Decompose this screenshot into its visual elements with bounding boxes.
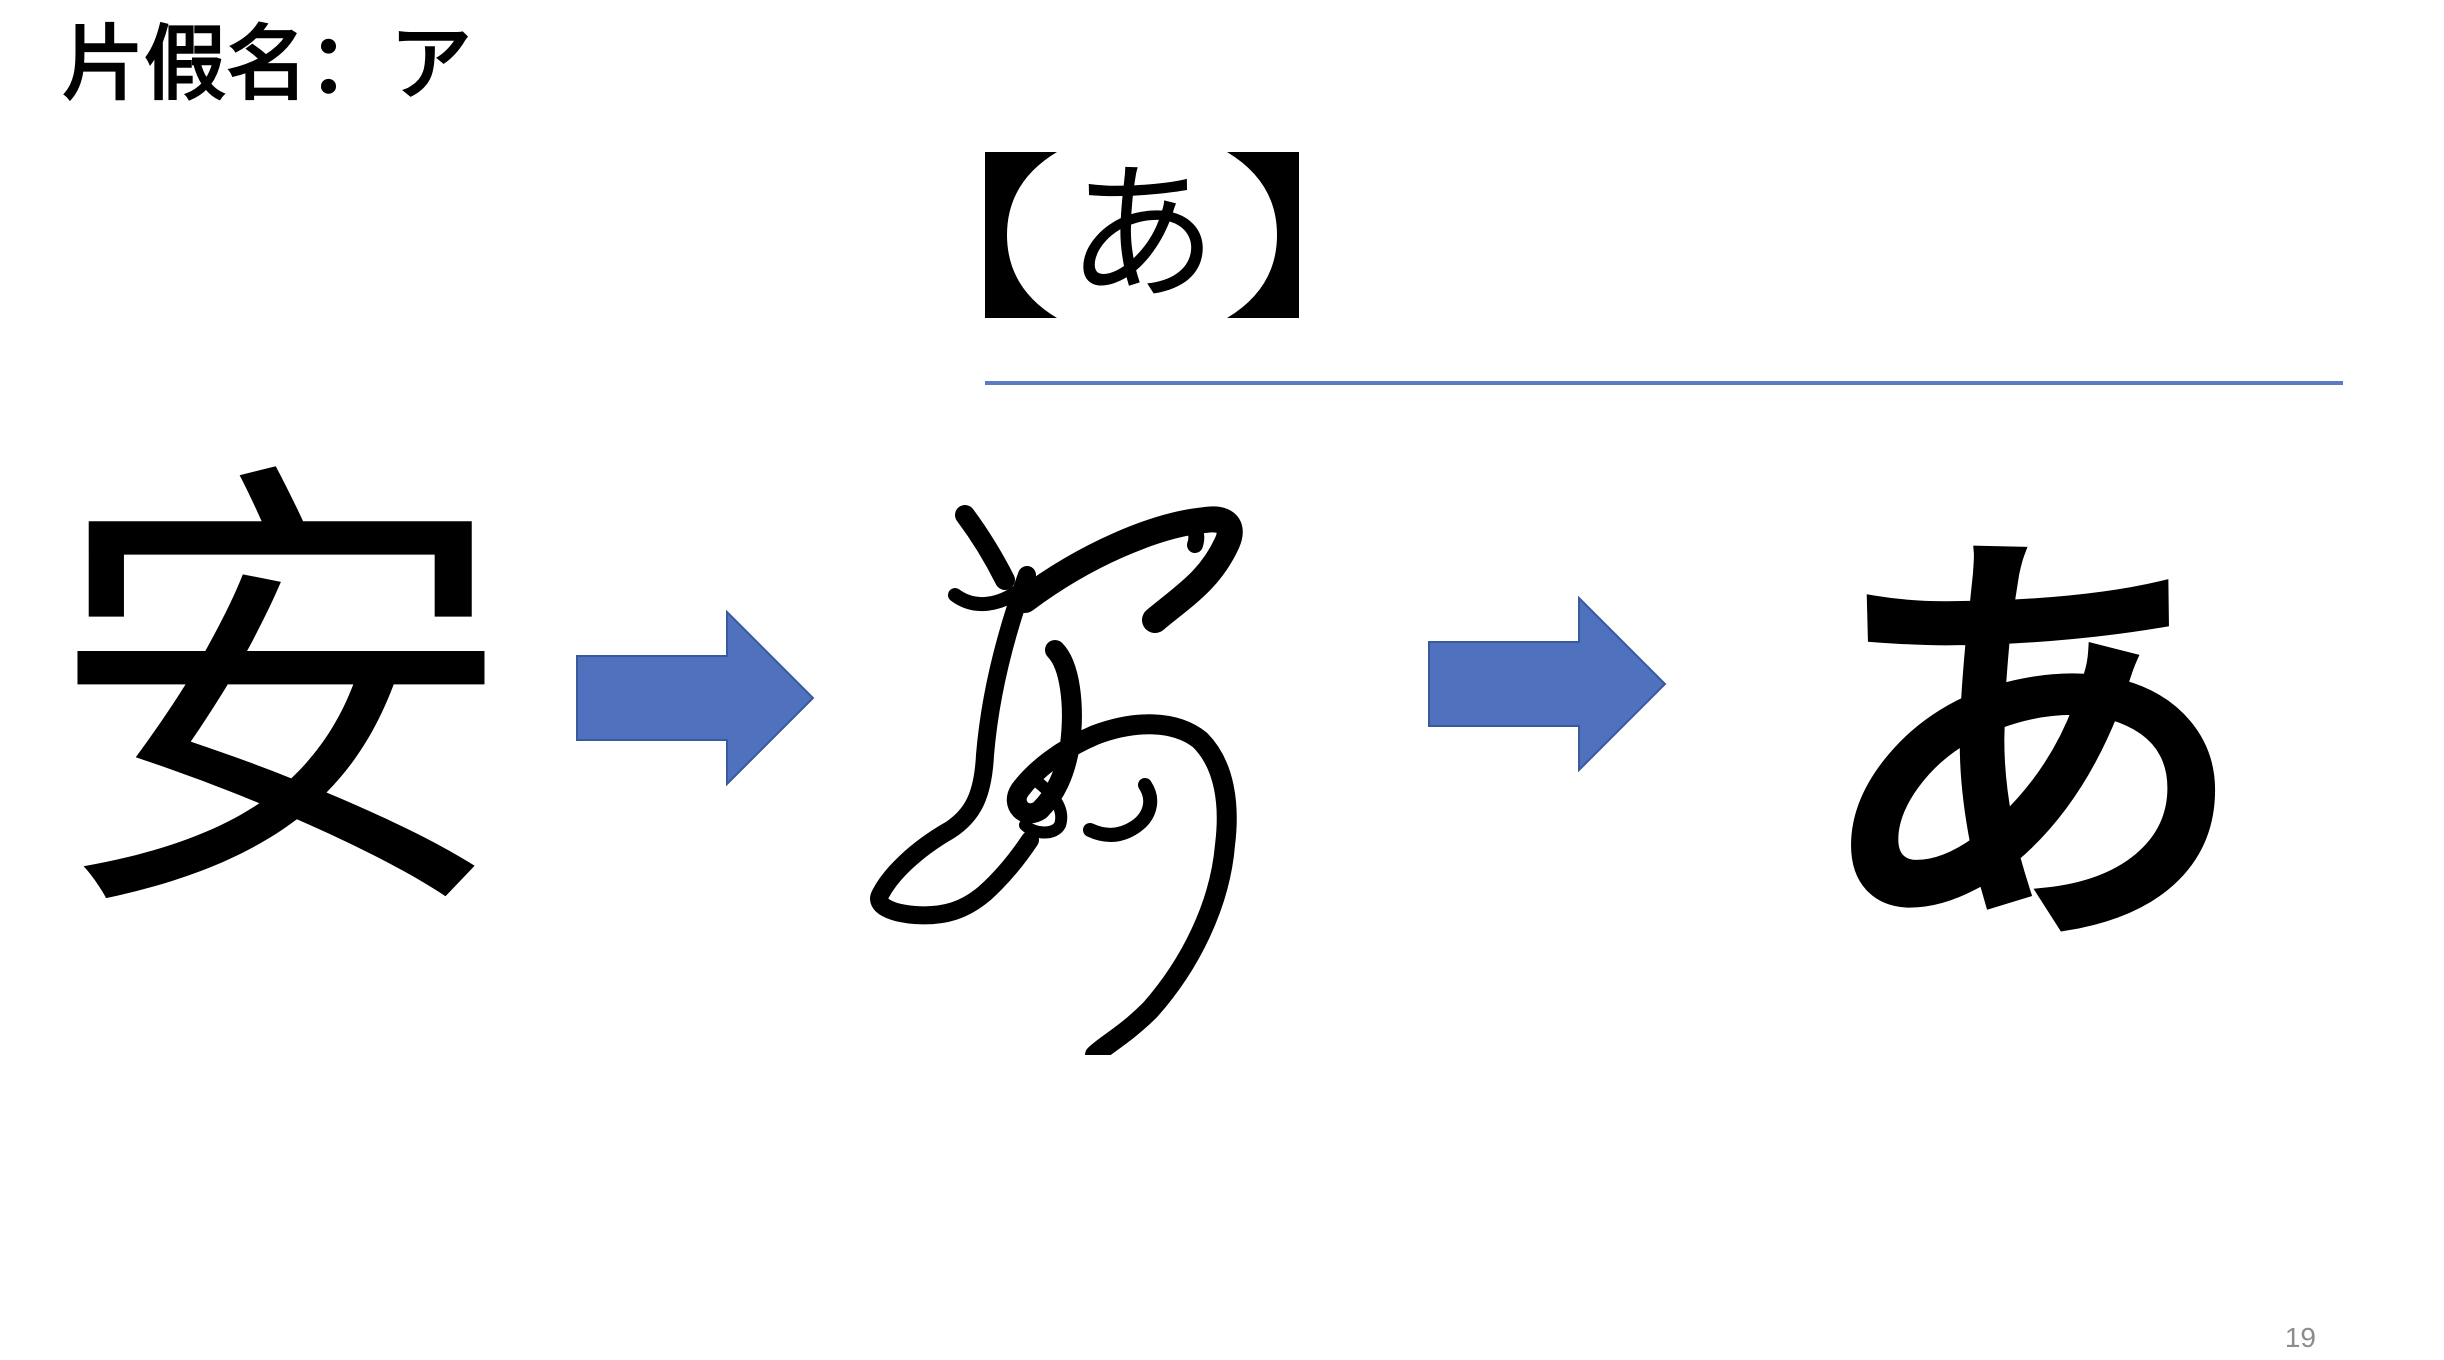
kanji-origin: 安 bbox=[45, 426, 515, 973]
title-bracket-group: あ bbox=[985, 148, 1300, 322]
title-divider bbox=[985, 381, 2343, 385]
right-lenticular-bracket-icon bbox=[1227, 152, 1300, 318]
page-number: 19 bbox=[2284, 1322, 2316, 1353]
right-block-arrow-icon bbox=[1428, 596, 1667, 772]
hiragana-result: あ bbox=[1810, 494, 2250, 1006]
katakana-label: 片假名：ア bbox=[62, 17, 473, 112]
right-block-arrow-icon bbox=[576, 610, 815, 786]
cursive-a-calligraphy-icon bbox=[870, 505, 1243, 1055]
title-char: あ bbox=[1067, 148, 1218, 322]
left-lenticular-bracket-icon bbox=[985, 152, 1057, 318]
